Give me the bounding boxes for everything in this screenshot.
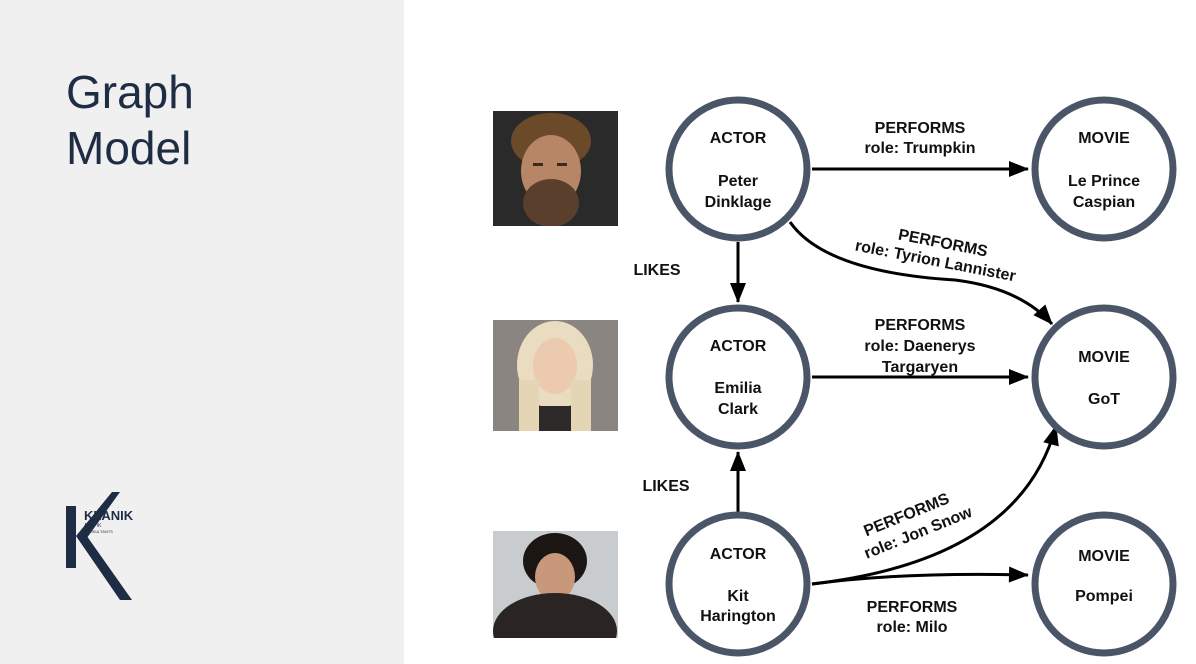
kit-harington-photo	[493, 531, 618, 638]
edge-label-peter-got: PERFORMS role: Tyrion Lannister	[854, 227, 1018, 286]
node-name-line-1: Le Prince	[1068, 173, 1140, 190]
node-type-label: ACTOR	[710, 546, 767, 563]
node-name-line-1: Peter	[718, 173, 758, 190]
title-line-1: Graph	[66, 66, 194, 118]
node-name-line-1: Kit	[727, 588, 749, 605]
page-title: Graph Model	[66, 64, 194, 176]
node-type-label: MOVIE	[1078, 548, 1130, 565]
node-name-line-1: GoT	[1088, 391, 1120, 408]
node-peter: ACTOR Peter Dinklage	[665, 96, 811, 242]
peter-dinklage-photo	[493, 111, 618, 226]
edge-label-role-line-2: Targaryen	[882, 359, 958, 376]
node-emilia: ACTOR Emilia Clark	[665, 304, 811, 450]
likes-label-kit-emilia: LIKES	[642, 478, 689, 495]
edge-label-rel: PERFORMS	[867, 599, 958, 616]
node-got: MOVIE GoT	[1031, 304, 1177, 450]
likes-label-peter-emilia: LIKES	[633, 262, 680, 279]
node-caspian: MOVIE Le Prince Caspian	[1031, 96, 1177, 242]
node-name-line-2: Caspian	[1073, 194, 1135, 211]
logo-name: KLANIK	[84, 508, 134, 523]
node-name-line-2: Harington	[700, 608, 776, 625]
edge-kit-pompei	[811, 566, 1029, 586]
node-kit: ACTOR Kit Harington	[665, 511, 811, 657]
edge-label-role: role: Trumpkin	[864, 140, 975, 157]
emilia-clarke-photo	[493, 320, 618, 431]
node-type-label: MOVIE	[1078, 130, 1130, 147]
edge-label-rel: PERFORMS	[875, 317, 966, 334]
logo-tagline-2: KONSULTANTS	[84, 529, 113, 534]
edge-label-rel: PERFORMS	[875, 120, 966, 137]
node-type-label: ACTOR	[710, 338, 767, 355]
title-line-2: Model	[66, 122, 192, 174]
node-type-label: MOVIE	[1078, 349, 1130, 366]
klanik-logo: KLANIK ATYPIK KONSULTANTS	[66, 492, 134, 600]
node-type-label: ACTOR	[710, 130, 767, 147]
edge-peter-got	[788, 221, 1054, 325]
edge-label-role: role: Milo	[876, 619, 947, 636]
node-name-line-1: Emilia	[714, 380, 761, 397]
node-name-line-2: Clark	[718, 401, 758, 418]
node-name-line-1: Pompei	[1075, 588, 1133, 605]
node-name-line-2: Dinklage	[705, 194, 772, 211]
edge-kit-got	[811, 425, 1059, 586]
edge-label-kit-got: PERFORMS role: Jon Snow	[861, 490, 975, 562]
node-pompei: MOVIE Pompei	[1031, 511, 1177, 657]
edge-label-role: role: Daenerys	[864, 338, 975, 355]
logo-tagline-1: ATYPIK	[84, 523, 102, 529]
